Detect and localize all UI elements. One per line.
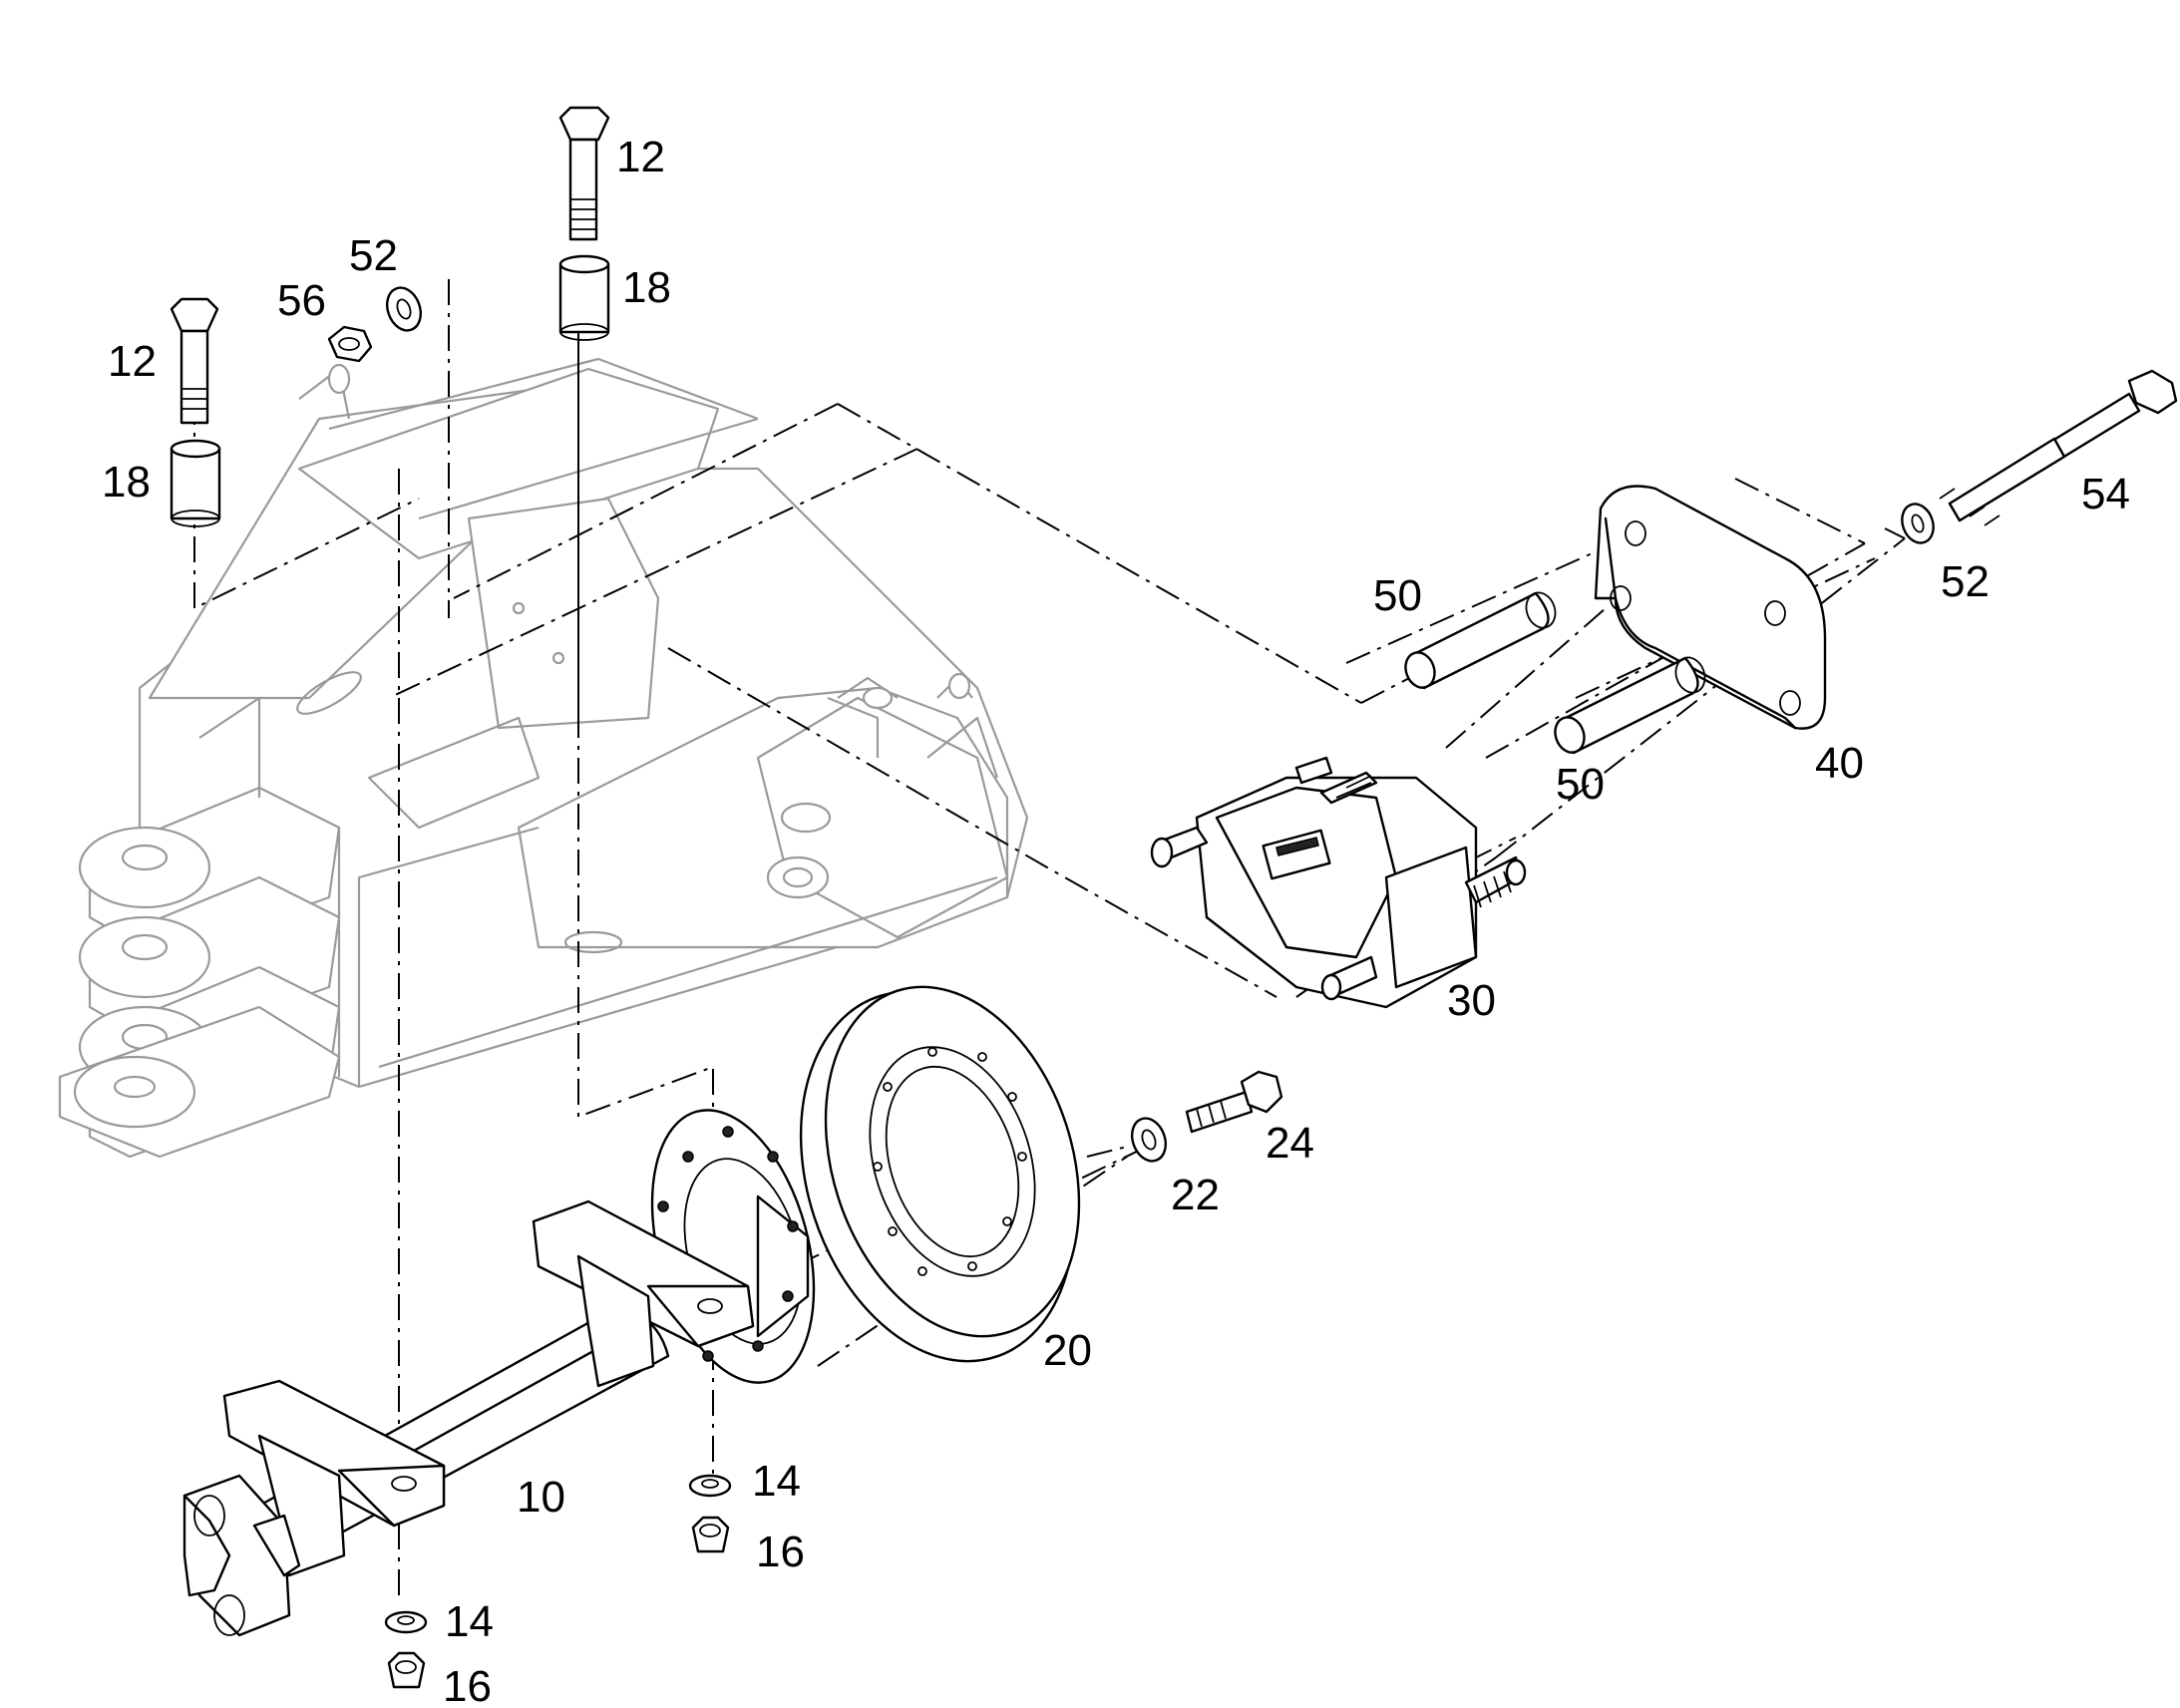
- washer-52-upper: [385, 286, 423, 332]
- bolt-12-left: [170, 297, 219, 425]
- callout-14-bottom: 14: [445, 1597, 494, 1646]
- callout-50-lower: 50: [1556, 760, 1605, 809]
- callout-30: 30: [1447, 976, 1496, 1025]
- frame-clevis-lugs: [58, 786, 341, 1159]
- callout-50-upper: 50: [1373, 571, 1422, 620]
- callout-24: 24: [1266, 1119, 1314, 1168]
- sleeve-50-lower: [1554, 656, 1706, 755]
- callout-10: 10: [517, 1473, 565, 1522]
- nut-16-bottom: [387, 1651, 426, 1689]
- callout-52-upper: 52: [349, 231, 398, 280]
- bracket-40: [1594, 485, 1827, 730]
- callout-14-center: 14: [752, 1457, 801, 1506]
- washer-52-right: [1901, 503, 1935, 544]
- callout-12-left: 12: [108, 337, 157, 386]
- callout-18-left: 18: [102, 458, 151, 507]
- callout-22: 22: [1171, 1171, 1220, 1219]
- washer-22: [1130, 1117, 1168, 1163]
- washer-14-bottom: [384, 1610, 428, 1634]
- callout-16-center: 16: [756, 1528, 805, 1576]
- washer-14-center: [688, 1474, 732, 1498]
- nut-56: [327, 325, 373, 363]
- bolt-24: [1185, 1070, 1283, 1134]
- vehicle-frame: [58, 357, 1029, 1159]
- nut-16-center: [691, 1516, 730, 1553]
- callout-52-right: 52: [1941, 557, 1990, 606]
- sleeve-18-left: [170, 439, 221, 527]
- callout-labels: 12 18 52 56 12 18 54 52 50 50 40 30 24 2…: [102, 133, 2130, 1708]
- bolt-12-upper: [558, 106, 610, 241]
- callout-12-upper: 12: [616, 133, 665, 181]
- callout-40: 40: [1815, 739, 1864, 788]
- callout-16-bottom: 16: [443, 1662, 492, 1708]
- brake-caliper-30: [1150, 756, 1527, 1009]
- callout-54: 54: [2081, 470, 2130, 518]
- callout-20: 20: [1043, 1326, 1092, 1375]
- sleeve-18-upper: [558, 254, 610, 341]
- sleeve-50-upper: [1404, 591, 1557, 690]
- axle-10: [182, 1109, 816, 1637]
- brake-disc-20: [799, 985, 1081, 1363]
- callout-56: 56: [277, 276, 326, 325]
- bolt-54: [1939, 369, 2178, 526]
- callout-18-upper: 18: [622, 263, 671, 312]
